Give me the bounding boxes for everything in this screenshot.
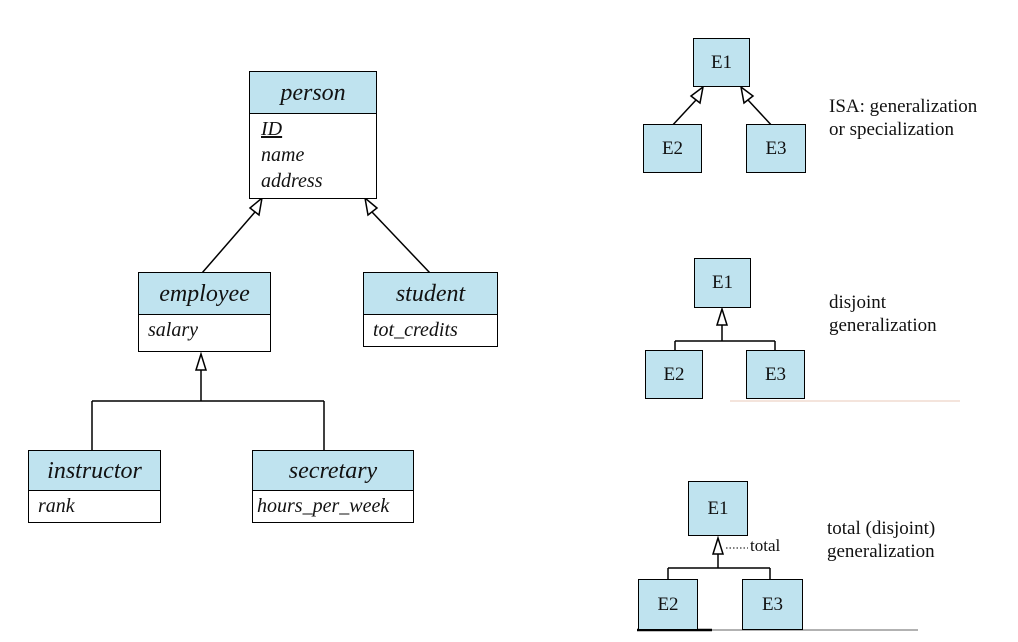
person-attr-address: address — [261, 170, 323, 192]
employee-to-person-line — [201, 211, 256, 274]
isa-e3-arrowhead — [739, 85, 755, 105]
instructor-entity: instructor rank — [28, 450, 161, 523]
disjoint-e2-box: E2 — [645, 350, 703, 399]
student-arrowhead — [363, 196, 379, 217]
isa-e3-box: E3 — [746, 124, 806, 173]
isa-e2-arrowhead — [689, 85, 705, 105]
person-entity: person ID name address — [249, 71, 377, 199]
student-to-person-line — [371, 211, 431, 274]
isa-e3-line — [747, 99, 775, 129]
disjoint-label-line2: generalization — [829, 315, 937, 336]
total-label-line1: total (disjoint) — [827, 518, 936, 539]
isa-label-line2: or specialization — [829, 119, 955, 140]
employee-header: employee — [139, 273, 270, 315]
instructor-attr-rank: rank — [38, 495, 75, 517]
total-e1-box: E1 — [688, 481, 748, 536]
total-e3-box: E3 — [742, 579, 803, 630]
instructor-attributes: rank — [29, 491, 160, 519]
secretary-attr-hours-per-week: hours_per_week — [257, 495, 390, 517]
student-entity: student tot_credits — [363, 272, 498, 347]
isa-label: ISA: generalization or specialization — [829, 95, 977, 141]
employee-attributes: salary — [139, 315, 270, 343]
total-tag: total — [750, 536, 781, 555]
student-attributes: tot_credits — [364, 315, 497, 343]
secretary-header: secretary — [253, 451, 413, 491]
instructor-header: instructor — [29, 451, 160, 491]
person-attr-name: name — [261, 144, 305, 166]
isa-label-line1: ISA: generalization — [829, 96, 978, 117]
total-label-line2: generalization — [827, 541, 935, 562]
isa-e1-box: E1 — [693, 38, 750, 87]
disjoint-arrowhead — [715, 306, 729, 326]
disjoint-label: disjoint generalization — [829, 291, 937, 337]
person-attributes: ID name address — [250, 114, 376, 194]
person-attr-id: ID — [261, 118, 283, 140]
total-label: total (disjoint) generalization — [827, 517, 935, 563]
disjoint-label-line1: disjoint — [829, 292, 887, 313]
isa-e2-line — [669, 99, 697, 129]
person-header: person — [250, 72, 376, 114]
disjoint-e3-box: E3 — [746, 350, 805, 399]
isa-e2-box: E2 — [643, 124, 702, 173]
employee-tree-arrowhead — [194, 351, 208, 371]
total-arrowhead — [711, 535, 725, 555]
student-header: student — [364, 273, 497, 315]
employee-arrowhead — [248, 196, 264, 217]
total-e2-box: E2 — [638, 579, 698, 630]
secretary-entity: secretary hours_per_week — [252, 450, 414, 523]
student-attr-tot-credits: tot_credits — [373, 319, 458, 341]
employee-entity: employee salary — [138, 272, 271, 352]
disjoint-e1-box: E1 — [694, 258, 751, 308]
employee-attr-salary: salary — [148, 319, 198, 341]
secretary-attributes: hours_per_week — [253, 491, 413, 519]
